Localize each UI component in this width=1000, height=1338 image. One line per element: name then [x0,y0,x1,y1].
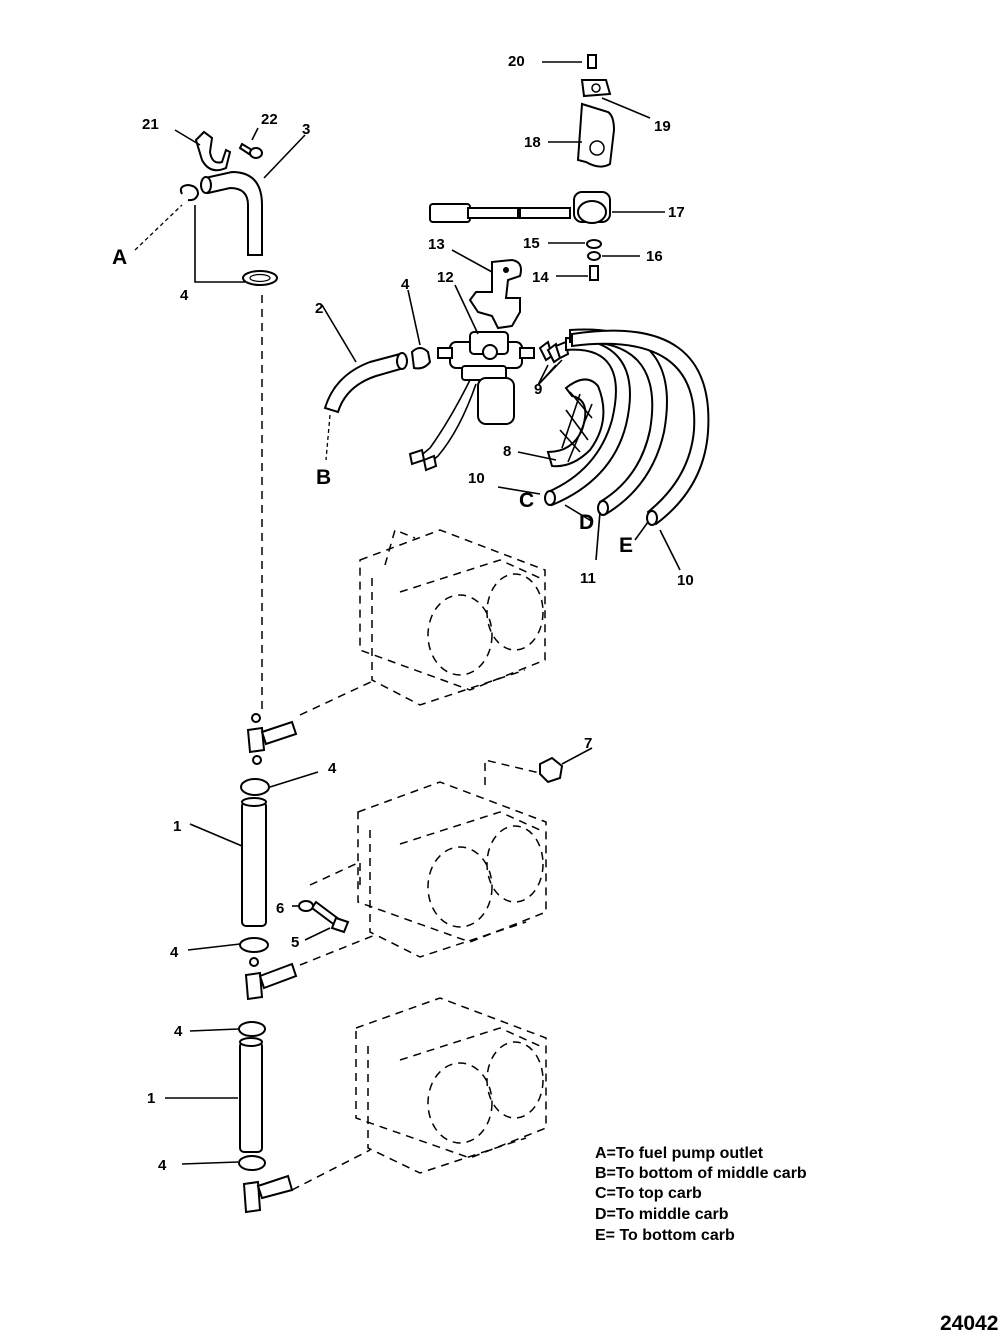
hose-1-lower [239,1037,263,1153]
screw-22 [238,142,263,159]
nut-7 [539,756,564,784]
callout-1-a: 1 [173,818,181,835]
washer-15 [586,239,602,249]
callout-9: 9 [534,381,542,398]
hose-clamp-4-top [242,270,278,286]
callout-22: 22 [261,111,278,128]
callout-8: 8 [503,443,511,460]
part-19 [580,79,612,98]
callout-4-c: 4 [328,760,337,777]
letter-C: C [519,489,534,512]
carburetor-bottom [355,997,547,1174]
screw-5 [310,900,350,934]
legend-item-E: E= To bottom carb [595,1227,735,1244]
hose-1-upper [241,797,267,927]
tee-fitting-middle [244,957,298,1001]
callout-1-b: 1 [147,1090,155,1107]
hose-10-E [571,329,710,526]
callout-18: 18 [524,134,541,151]
callout-2: 2 [315,300,323,317]
carburetor-top [359,528,546,706]
part-20 [587,54,597,69]
legend-item-C: C=To top carb [595,1185,702,1202]
clamp-4-filter [410,347,432,370]
screw-14 [589,265,599,281]
bracket-13 [468,258,522,330]
callout-20: 20 [508,53,525,70]
clamp-4-lower-a [238,1021,266,1037]
fuel-filter-12 [437,331,535,425]
legend-item-B: B=To bottom of middle carb [595,1165,807,1182]
legend-item-A: A=To fuel pump outlet [595,1145,764,1162]
callout-3: 3 [302,121,310,138]
hose-3-elbow [200,170,263,256]
hose-10-C [544,336,631,507]
clamp-21 [194,130,232,172]
letter-A: A [112,246,127,269]
washer-16 [587,251,601,261]
callout-10-a: 10 [468,470,485,487]
callout-21: 21 [142,116,159,133]
callout-16: 16 [646,248,663,265]
callout-11: 11 [580,570,596,587]
callout-12: 12 [437,269,454,286]
callout-4-f: 4 [158,1157,167,1174]
washer-6 [298,900,314,912]
callout-13: 13 [428,236,445,253]
sensor-17 [429,191,611,224]
callout-7: 7 [584,735,592,752]
callout-4-d: 4 [170,944,179,961]
letter-D: D [579,511,594,534]
callout-4-b: 4 [401,276,410,293]
callout-6: 6 [276,900,284,917]
carburetor-middle [357,759,549,958]
fittings-9 [538,340,570,364]
callout-4-a: 4 [180,287,189,304]
clamp-4-lower-b [238,1155,266,1171]
hose-2 [323,352,408,414]
letter-E: E [619,534,633,557]
document-number: 24042 [940,1312,998,1335]
hose-11-D [569,328,668,516]
callout-4-e: 4 [174,1023,183,1040]
callout-14: 14 [532,269,549,286]
callout-17: 17 [668,204,685,221]
sleeve-8 [546,378,605,468]
callout-10-b: 10 [677,572,694,589]
tee-fitting-bottom [242,1174,294,1214]
letter-B: B [316,466,331,489]
wire-leads [408,379,477,472]
clamp-4-mid-a [240,778,270,796]
plate-18 [576,102,616,168]
legend-item-D: D=To middle carb [595,1206,729,1223]
callout-5: 5 [291,934,299,951]
callout-15: 15 [523,235,540,252]
clamp-4-mid-b [239,937,269,953]
tee-fitting-top [246,713,298,765]
legend: A=To fuel pump outlet B=To bottom of mid… [595,1145,807,1244]
hose-clamp-upper-left [179,183,200,202]
callout-19: 19 [654,118,671,135]
